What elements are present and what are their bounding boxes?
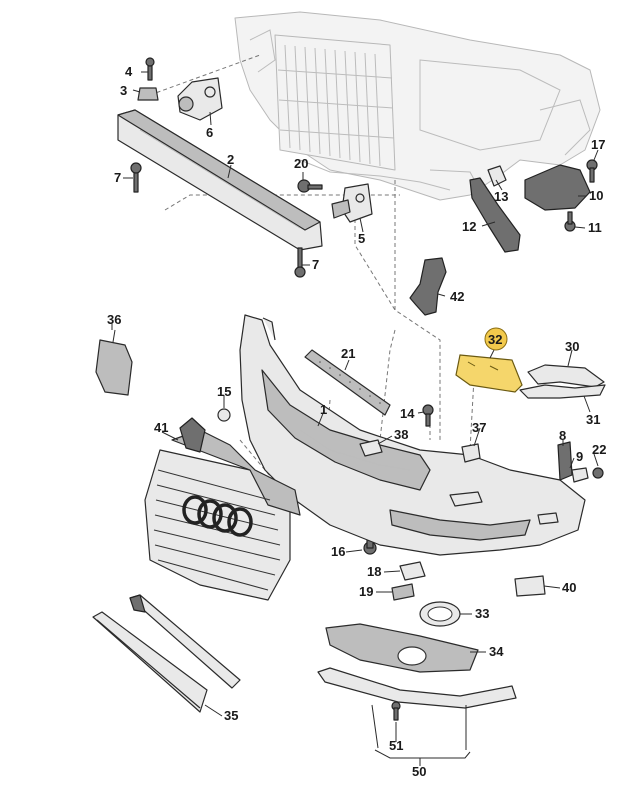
callout-9: 9 xyxy=(576,449,583,464)
callout-3: 3 xyxy=(120,83,127,98)
callout-2: 2 xyxy=(227,152,234,167)
callout-19: 19 xyxy=(359,584,373,599)
callout-36: 36 xyxy=(107,312,121,327)
callout-6: 6 xyxy=(206,125,213,140)
bolts xyxy=(130,57,604,721)
callout-11: 11 xyxy=(588,220,602,235)
callout-32-badge: 32 xyxy=(484,327,508,351)
callout-13: 13 xyxy=(494,189,508,204)
bracket-8 xyxy=(557,441,589,483)
bumper-reinforcement xyxy=(117,109,323,251)
callout-15: 15 xyxy=(217,384,231,399)
impact-bracket-right xyxy=(331,183,373,223)
callout-1: 1 xyxy=(320,402,327,417)
highlighted-part-32 xyxy=(455,354,523,393)
callout-21: 21 xyxy=(341,346,355,361)
callout-4: 4 xyxy=(125,64,133,79)
callout-5: 5 xyxy=(358,231,365,246)
callout-7-upper: 7 xyxy=(114,170,121,185)
callout-40: 40 xyxy=(562,580,576,595)
callout-8: 8 xyxy=(559,428,566,443)
impact-bracket-left xyxy=(177,77,223,121)
side-brackets xyxy=(469,164,591,253)
callout-51: 51 xyxy=(389,738,403,753)
callout-14: 14 xyxy=(400,406,415,421)
lower-spoiler-50 xyxy=(317,667,517,709)
callout-42: 42 xyxy=(450,289,464,304)
radiator-grille xyxy=(144,417,301,601)
fog-light-parts xyxy=(325,561,546,673)
callout-10: 10 xyxy=(589,188,603,203)
audi-rings-icon xyxy=(182,495,253,537)
callout-16: 16 xyxy=(331,544,345,559)
bracket-42 xyxy=(409,257,447,316)
leader-lines xyxy=(111,71,599,766)
bumper-cover xyxy=(239,314,586,556)
callout-17: 17 xyxy=(591,137,605,152)
callout-labels: 4 3 6 2 7 20 5 7 13 12 17 10 11 42 36 21… xyxy=(107,64,606,779)
callout-33: 33 xyxy=(475,606,489,621)
callout-32: 32 xyxy=(488,332,502,347)
callout-12: 12 xyxy=(462,219,476,234)
callout-38: 38 xyxy=(394,427,408,442)
callout-18: 18 xyxy=(367,564,381,579)
callout-37: 37 xyxy=(472,420,486,435)
callout-22: 22 xyxy=(592,442,606,457)
absorber-36 xyxy=(95,339,133,396)
callout-30: 30 xyxy=(565,339,579,354)
front-end-ghost xyxy=(234,11,601,201)
callout-41: 41 xyxy=(154,420,168,435)
callout-7-lower: 7 xyxy=(312,257,319,272)
callout-31: 31 xyxy=(586,412,600,427)
trim-strips xyxy=(519,364,606,399)
plate-frames xyxy=(92,594,241,713)
callout-50: 50 xyxy=(412,764,426,779)
callout-20: 20 xyxy=(294,156,308,171)
callout-34: 34 xyxy=(489,644,504,659)
callout-35: 35 xyxy=(224,708,238,723)
foam-strip-21 xyxy=(304,349,391,416)
clips xyxy=(359,439,481,463)
